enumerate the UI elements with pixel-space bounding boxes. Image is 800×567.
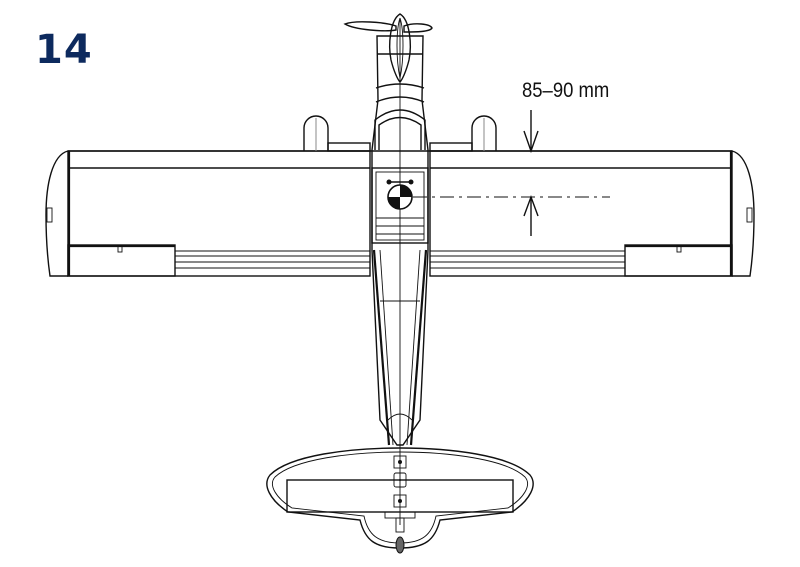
- wing-bumps: [303, 115, 497, 152]
- center-of-gravity-symbol: [386, 179, 414, 210]
- propeller: [343, 13, 433, 83]
- cg-dimension: [413, 110, 610, 236]
- step-number: 14: [35, 27, 93, 73]
- horizontal-stabilizer: [266, 447, 534, 554]
- cg-dimension-label: 85–90 mm: [522, 79, 610, 102]
- fuselage: [371, 20, 429, 525]
